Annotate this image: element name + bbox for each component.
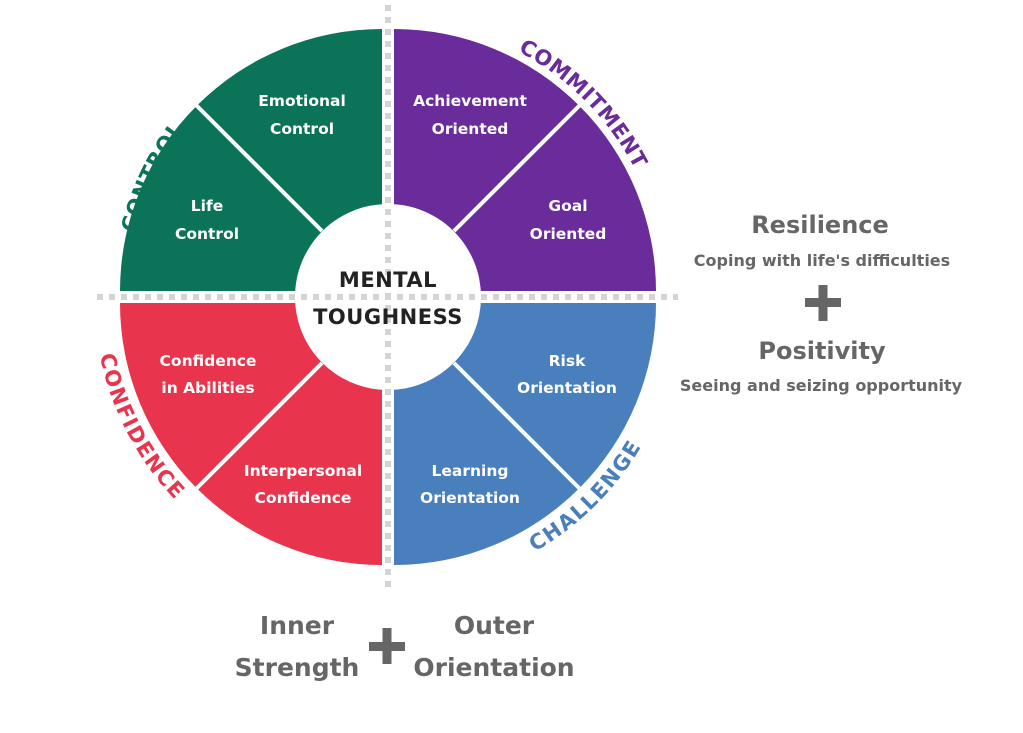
segment-label-confidence-abilities-l1: Confidence — [160, 352, 257, 370]
segment-label-learning-orientation-l2: Orientation — [420, 489, 520, 507]
divider-control — [194, 103, 324, 233]
divider-challenge — [452, 361, 582, 491]
positivity-title: Positivity — [758, 337, 886, 365]
resilience-subtitle: Coping with life's difficulties — [694, 251, 950, 270]
segment-label-interpersonal-confidence-l1: Interpersonal — [244, 462, 362, 480]
segment-label-goal-oriented-l2: Oriented — [530, 225, 607, 243]
segment-label-interpersonal-confidence-l2: Confidence — [255, 489, 352, 507]
divider-commitment — [452, 103, 582, 233]
segment-label-life-control-l1: Life — [191, 197, 223, 215]
outer-orientation-line2: Orientation — [413, 653, 574, 682]
segment-label-emotional-control-l2: Control — [270, 120, 334, 138]
segment-label-risk-orientation-l1: Risk — [549, 352, 586, 370]
segment-label-achievement-oriented-l2: Oriented — [432, 120, 509, 138]
segment-label-risk-orientation-l2: Orientation — [517, 379, 617, 397]
inner-strength-line2: Strength — [235, 653, 360, 682]
resilience-title: Resilience — [751, 211, 889, 239]
segment-label-confidence-abilities-l2: in Abilities — [161, 379, 254, 397]
plus-icon — [805, 285, 841, 321]
positivity-subtitle: Seeing and seizing opportunity — [680, 376, 963, 395]
center-label-line2: TOUGHNESS — [313, 305, 463, 329]
center-label-line1: MENTAL — [339, 268, 437, 292]
outer-orientation-line1: Outer — [454, 611, 535, 640]
inner-strength-line1: Inner — [260, 611, 335, 640]
segment-label-achievement-oriented-l1: Achievement — [413, 92, 527, 110]
segment-label-life-control-l2: Control — [175, 225, 239, 243]
plus-icon — [369, 628, 405, 664]
segment-label-goal-oriented-l1: Goal — [548, 197, 587, 215]
segment-label-learning-orientation-l1: Learning — [432, 462, 509, 480]
segment-label-emotional-control-l1: Emotional — [258, 92, 346, 110]
divider-confidence — [194, 361, 324, 491]
